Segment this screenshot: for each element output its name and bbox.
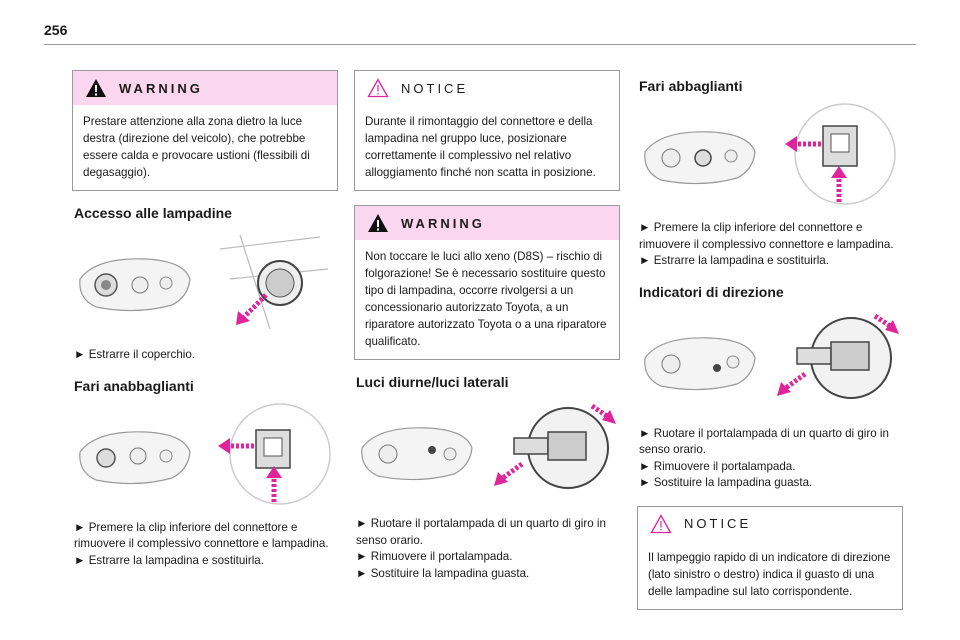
step-text: ► Rimuovere il portalampada. [639, 459, 796, 473]
warning-icon [368, 214, 388, 232]
headlamp-icon [644, 131, 756, 185]
section-heading: Luci diurne/luci laterali [356, 374, 509, 390]
step-text: ► Estrarre il coperchio. [74, 348, 196, 361]
warning-text: Non toccare le luci allo xeno (D8S) – ri… [365, 250, 607, 348]
notice-icon [367, 78, 389, 98]
warning-icon [86, 79, 106, 97]
warning-title: WARNING [119, 80, 203, 96]
step-text: ► Ruotare il portalampada di un quarto d… [639, 426, 889, 457]
notice-box: NOTICE Il lampeggio rapido di un indicat… [637, 505, 903, 610]
section-heading: Fari anabbaglianti [74, 377, 194, 394]
warning-box: WARNING Prestare attenzione alla zona di… [72, 70, 338, 191]
step-text: ► Sostituire la lampadina guasta. [356, 566, 530, 580]
high-beam-illustration [637, 102, 903, 212]
section-heading: Accesso alle lampadine [74, 205, 232, 221]
step-text: ► Estrarre la lampadina e sostituirla. [74, 553, 264, 567]
notice-text: Durante il rimontaggio del connettore e … [365, 115, 596, 179]
section-heading: Fari abbaglianti [639, 78, 743, 94]
cover-removal-icon [219, 234, 329, 330]
step-text: ► Rimuovere il portalampada. [356, 550, 513, 563]
warning-text: Prestare attenzione alla zona dietro la … [83, 115, 310, 179]
section-heading: Indicatori di direzione [639, 283, 784, 300]
headlamp-icon [644, 336, 756, 390]
bulb-holder-rotation-icon [777, 313, 899, 399]
column-3: Fari abbaglianti ► Premere la clip infer… [637, 70, 903, 624]
notice-header: NOTICE [638, 506, 902, 541]
connector-removal-icon [218, 402, 331, 505]
page-number: 256 [44, 22, 68, 38]
step-text: ► Premere la clip inferiore del connetto… [74, 520, 329, 551]
step-text: ► Premere la clip inferiore del connetto… [639, 221, 894, 251]
bulb-access-illustration [72, 229, 338, 339]
column-1: WARNING Prestare attenzione alla zona di… [72, 70, 338, 583]
headlamp-icon [361, 427, 473, 481]
column-2: NOTICE Durante il rimontaggio del connet… [354, 70, 620, 596]
warning-header: WARNING [355, 206, 619, 240]
notice-icon [650, 513, 672, 533]
step-text: ► Sostituire la lampadina guasta. [639, 476, 813, 489]
step-text: ► Estrarre la lampadina e sostituirla. [639, 254, 829, 267]
notice-title: NOTICE [401, 80, 469, 96]
bulb-holder-rotation-icon [494, 403, 616, 489]
top-divider [44, 44, 916, 45]
warning-box: WARNING Non toccare le luci allo xeno (D… [354, 205, 620, 360]
low-beam-illustration [72, 402, 338, 512]
indicator-illustration [637, 308, 903, 418]
step-text: ► Ruotare il portalampada di un quarto d… [356, 517, 606, 547]
notice-box: NOTICE Durante il rimontaggio del connet… [354, 70, 620, 191]
warning-title: WARNING [401, 215, 485, 231]
headlamp-icon [79, 258, 191, 312]
notice-header: NOTICE [355, 71, 619, 105]
notice-text: Il lampeggio rapido di un indicatore di … [648, 550, 891, 598]
drl-illustration [354, 398, 620, 508]
headlamp-icon [79, 430, 191, 484]
connector-removal-icon [785, 103, 896, 205]
notice-title: NOTICE [684, 516, 752, 531]
warning-header: WARNING [73, 71, 337, 105]
